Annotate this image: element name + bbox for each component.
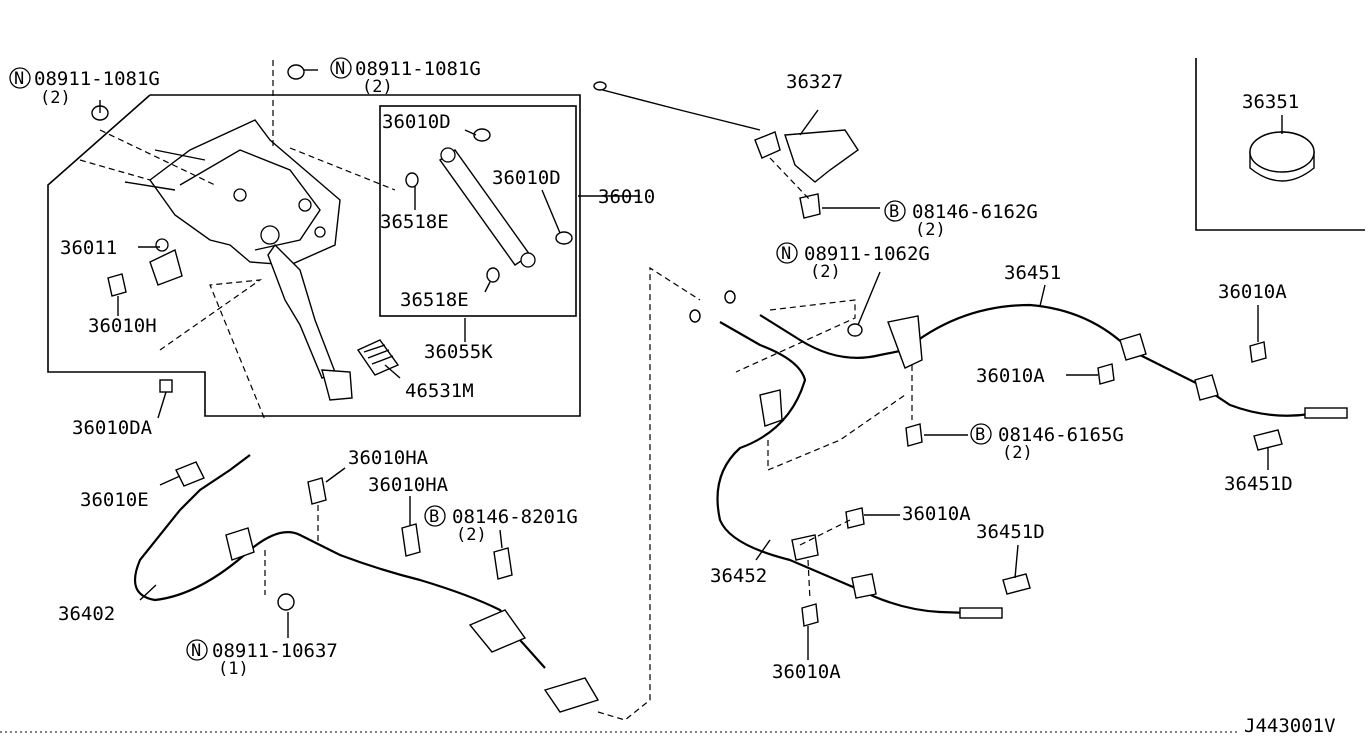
bolt-36010HA-2	[401, 523, 421, 557]
brake-pedal-arm	[267, 243, 353, 401]
label-36010DA: 36010DA	[72, 417, 153, 439]
bolt-36010A-2	[1249, 341, 1267, 363]
n-10637-prefix: N	[191, 641, 201, 661]
label-36010A-right: 36010A	[1218, 281, 1287, 303]
pedal-leader-lines	[99, 69, 640, 419]
clip-36451D-lower	[1002, 573, 1031, 595]
b-6162G-qty: (2)	[915, 220, 946, 240]
n-1081G-left-qty: (2)	[40, 88, 71, 108]
label-36451D-right: 36451D	[1224, 473, 1293, 495]
nut-36010DA	[159, 379, 173, 393]
label-36327: 36327	[786, 71, 843, 93]
ring-36010D-top	[473, 128, 491, 142]
front-cable-36402	[133, 454, 600, 713]
label-36351: 36351	[1242, 91, 1299, 113]
n-1081G-left-prefix: N	[14, 69, 24, 89]
b-6162G-prefix: B	[889, 202, 899, 222]
b-symbol-icon	[424, 505, 446, 527]
n-10637-code: 08911-10637	[212, 640, 338, 662]
b-8201G-prefix: B	[429, 507, 439, 527]
label-36010HA-2: 36010HA	[368, 474, 449, 496]
n-symbol-icon	[9, 67, 31, 89]
label-36010H: 36010H	[88, 315, 157, 337]
bolt-36010A-1	[1097, 363, 1115, 385]
rear-cable-36451	[689, 290, 1348, 419]
n-1081G-top-qty: (2)	[362, 77, 393, 97]
b-8201G-qty: (2)	[456, 525, 487, 545]
washer-36518E-top	[405, 172, 419, 188]
label-36010E: 36010E	[80, 489, 149, 511]
label-36402: 36402	[58, 603, 115, 625]
label-36010A-mid: 36010A	[976, 365, 1045, 387]
label-36010D-top: 36010D	[382, 111, 451, 133]
label-36010: 36010	[598, 186, 655, 208]
n-1081G-top-prefix: N	[335, 59, 345, 79]
n-symbol-icon	[186, 639, 208, 661]
label-36451D-lower: 36451D	[976, 521, 1045, 543]
bracket-36011	[149, 238, 183, 286]
nut-08911-1081G-top-part	[287, 64, 305, 80]
label-36055K: 36055K	[424, 341, 493, 363]
clip-36451D-right	[1253, 429, 1283, 451]
ring-36010D-right	[555, 231, 573, 245]
pedal-dash-lines	[79, 60, 396, 421]
pedal-bracket	[149, 119, 341, 266]
b-6165G-prefix: B	[975, 425, 985, 445]
pedal-assembly-frame	[47, 94, 581, 417]
cap-36351	[1249, 115, 1315, 182]
damper-kit-frame	[379, 105, 577, 317]
n-symbol-icon	[330, 57, 352, 79]
n-1081G-top-code: 08911-1081G	[355, 58, 481, 80]
n-1062G-code: 08911-1062G	[804, 243, 930, 265]
rear-cable-36452	[716, 321, 1003, 619]
n-10637-qty: (1)	[218, 659, 249, 679]
bolt-36010A-4	[801, 603, 819, 627]
rear-cable-leaders	[735, 271, 1269, 660]
b-symbol-icon	[970, 423, 992, 445]
label-36010D-right: 36010D	[492, 167, 561, 189]
b-6162G-code: 08146-6162G	[912, 201, 1038, 223]
nut-08911-1062G	[847, 323, 863, 337]
label-36010A-bottom: 36010A	[772, 661, 841, 683]
label-36010A-lower: 36010A	[902, 503, 971, 525]
label-36452: 36452	[710, 565, 767, 587]
front-cable-leaders	[139, 266, 701, 721]
cable-36327	[593, 81, 880, 219]
pedal-pad-46531M	[356, 339, 400, 376]
n-1062G-qty: (2)	[810, 262, 841, 282]
bolt-36010H	[107, 273, 127, 297]
n-1062G-prefix: N	[781, 244, 791, 264]
n-1081G-left-code: 08911-1081G	[34, 68, 160, 90]
diagram-code: J443001V	[1244, 715, 1336, 736]
nut-08911-10637	[277, 593, 295, 611]
b-6165G-code: 08146-6165G	[998, 424, 1124, 446]
bolt-08146-6165G	[905, 423, 923, 447]
b-8201G-code: 08146-8201G	[452, 506, 578, 528]
b-symbol-icon	[884, 200, 906, 222]
pedal-studs	[124, 149, 206, 191]
label-46531M: 46531M	[405, 380, 474, 402]
bolt-08146-8201G	[493, 547, 513, 580]
label-36011: 36011	[60, 237, 117, 259]
n-symbol-icon	[776, 242, 798, 264]
label-36010HA-1: 36010HA	[348, 447, 429, 469]
label-36451: 36451	[1004, 262, 1061, 284]
damper-36010	[439, 147, 536, 268]
b-6165G-qty: (2)	[1002, 443, 1033, 463]
bolt-36010A-3	[845, 507, 865, 529]
bolt-36010HA-1	[307, 477, 327, 505]
label-36518E-top: 36518E	[380, 211, 449, 233]
cap-section-frame	[1195, 58, 1365, 231]
washer-36518E-bottom	[486, 267, 500, 283]
label-36518E-bottom: 36518E	[400, 289, 469, 311]
